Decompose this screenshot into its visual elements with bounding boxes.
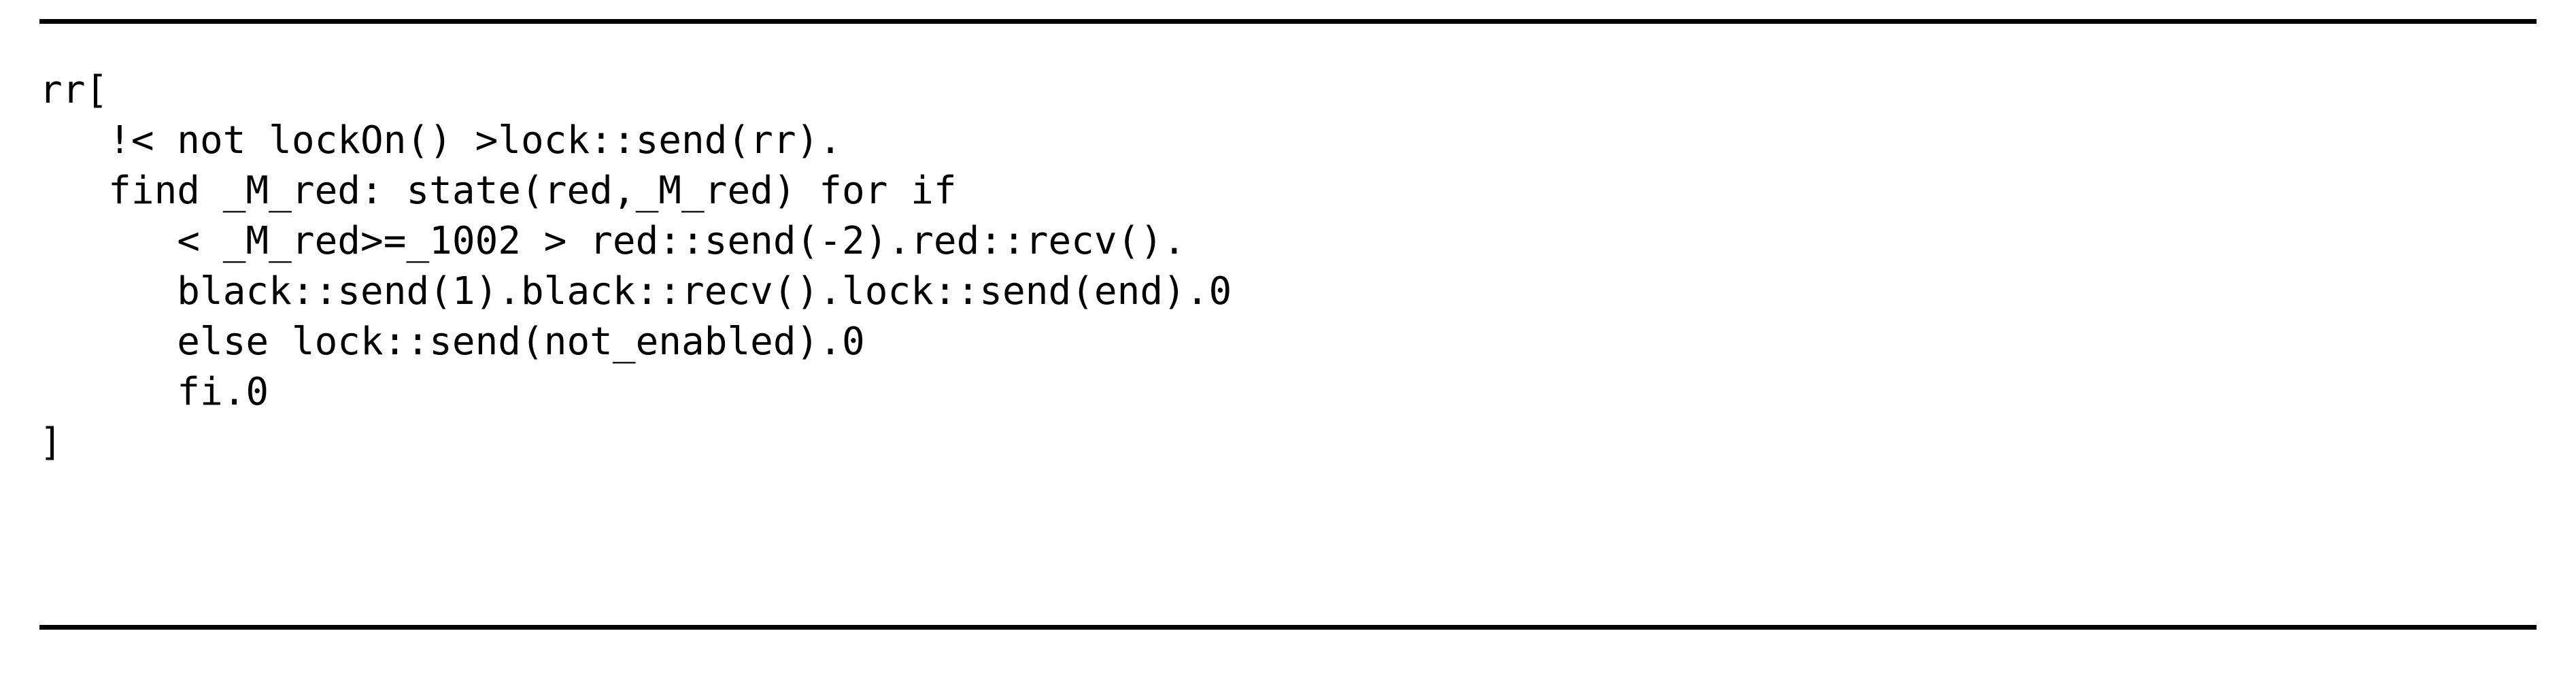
- top-horizontal-rule: [39, 19, 2537, 24]
- code-line: !< not lockOn() >lock::send(rr).: [39, 118, 843, 163]
- code-line: rr[: [39, 68, 109, 112]
- code-line: else lock::send(not_enabled).0: [39, 320, 865, 364]
- code-listing-body: rr[ !< not lockOn() >lock::send(rr). fin…: [39, 65, 2537, 468]
- code-line: ]: [39, 420, 63, 464]
- code-line: find _M_red: state(red,_M_red) for if: [39, 169, 957, 213]
- code-line: fi.0: [39, 370, 269, 414]
- bottom-horizontal-rule: [39, 625, 2537, 630]
- code-line: black::send(1).black::recv().lock::send(…: [39, 269, 1232, 313]
- code-line: < _M_red>=_1002 > red::send(-2).red::rec…: [39, 219, 1186, 263]
